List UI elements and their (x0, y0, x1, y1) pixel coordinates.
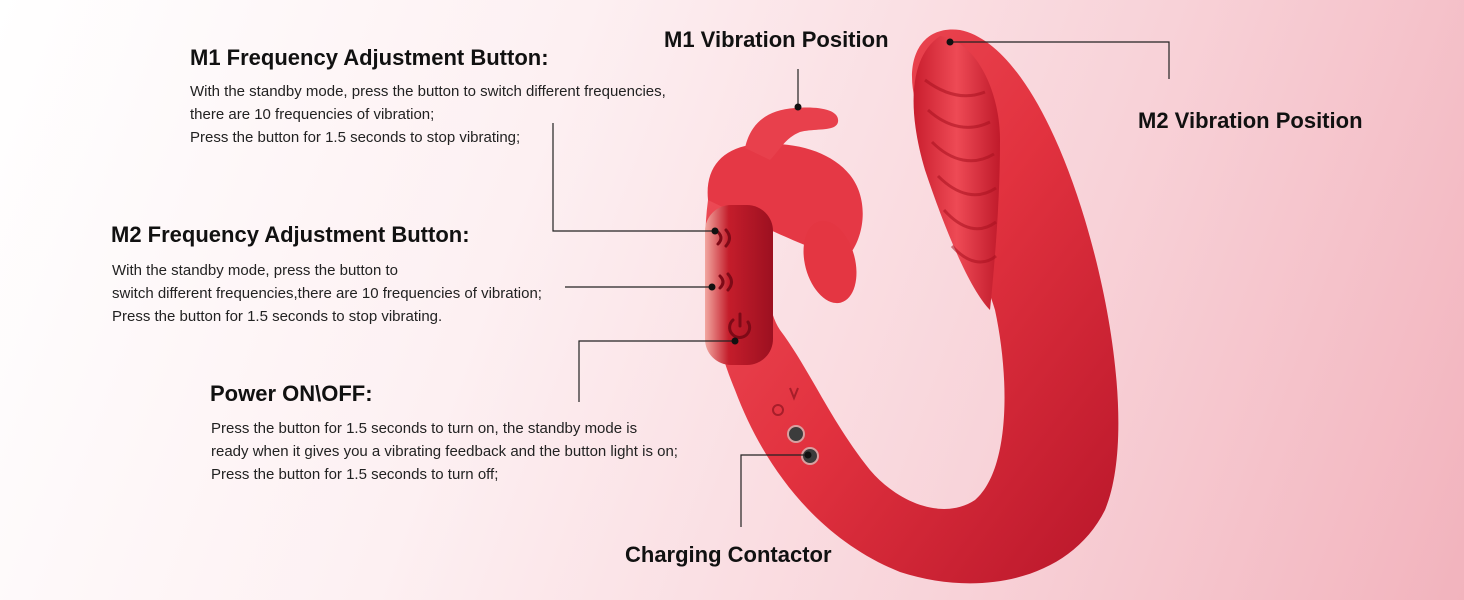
m2-button-dot (708, 283, 716, 291)
m1-position-dot (794, 103, 802, 111)
power-line: ready when it gives you a vibrating feed… (211, 443, 678, 460)
m2-wave-icon (718, 272, 733, 292)
m1-button-dot (711, 227, 719, 235)
charging-dot (804, 451, 812, 459)
device-body (705, 29, 1119, 584)
power-leader (578, 340, 735, 402)
m1-wave-icon (716, 228, 731, 248)
m2-button-line: Press the button for 1.5 seconds to stop… (112, 308, 443, 325)
m1-position-title: M1 Vibration Position (664, 27, 889, 52)
m1-button-title: M1 Frequency Adjustment Button: (190, 45, 549, 70)
body-marking (772, 387, 799, 416)
m2-position-leader (950, 41, 1170, 79)
power-dot (731, 337, 739, 345)
m2-arm (913, 36, 1000, 310)
charging-leader (740, 454, 808, 527)
m2-button-title: M2 Frequency Adjustment Button: (111, 222, 470, 247)
charging-title: Charging Contactor (625, 542, 832, 567)
m2-position-dot (946, 38, 954, 46)
m1-button-leader (552, 123, 715, 232)
power-line: Press the button for 1.5 seconds to turn… (211, 466, 499, 483)
m1-button-line: With the standby mode, press the button … (190, 83, 666, 100)
m1-button-description: With the standby mode, press the button … (190, 80, 666, 149)
charging-contact-icon (787, 425, 819, 465)
power-description: Press the button for 1.5 seconds to turn… (211, 417, 678, 486)
m2-button-description: With the standby mode, press the button … (112, 259, 542, 328)
m2-position-title: M2 Vibration Position (1138, 108, 1363, 133)
button-panel (705, 205, 773, 365)
m1-button-line: there are 10 frequencies of vibration; (190, 106, 435, 123)
m1-button-line: Press the button for 1.5 seconds to stop… (190, 129, 521, 146)
m2-button-line: switch different frequencies,there are 1… (112, 285, 542, 302)
power-title: Power ON\OFF: (210, 381, 373, 406)
power-icon (728, 312, 752, 339)
m1-tip (745, 107, 839, 160)
center-nub (803, 220, 857, 304)
m2-button-line: With the standby mode, press the button … (112, 262, 398, 279)
m2-ridges (924, 78, 997, 264)
power-line: Press the button for 1.5 seconds to turn… (211, 420, 638, 437)
